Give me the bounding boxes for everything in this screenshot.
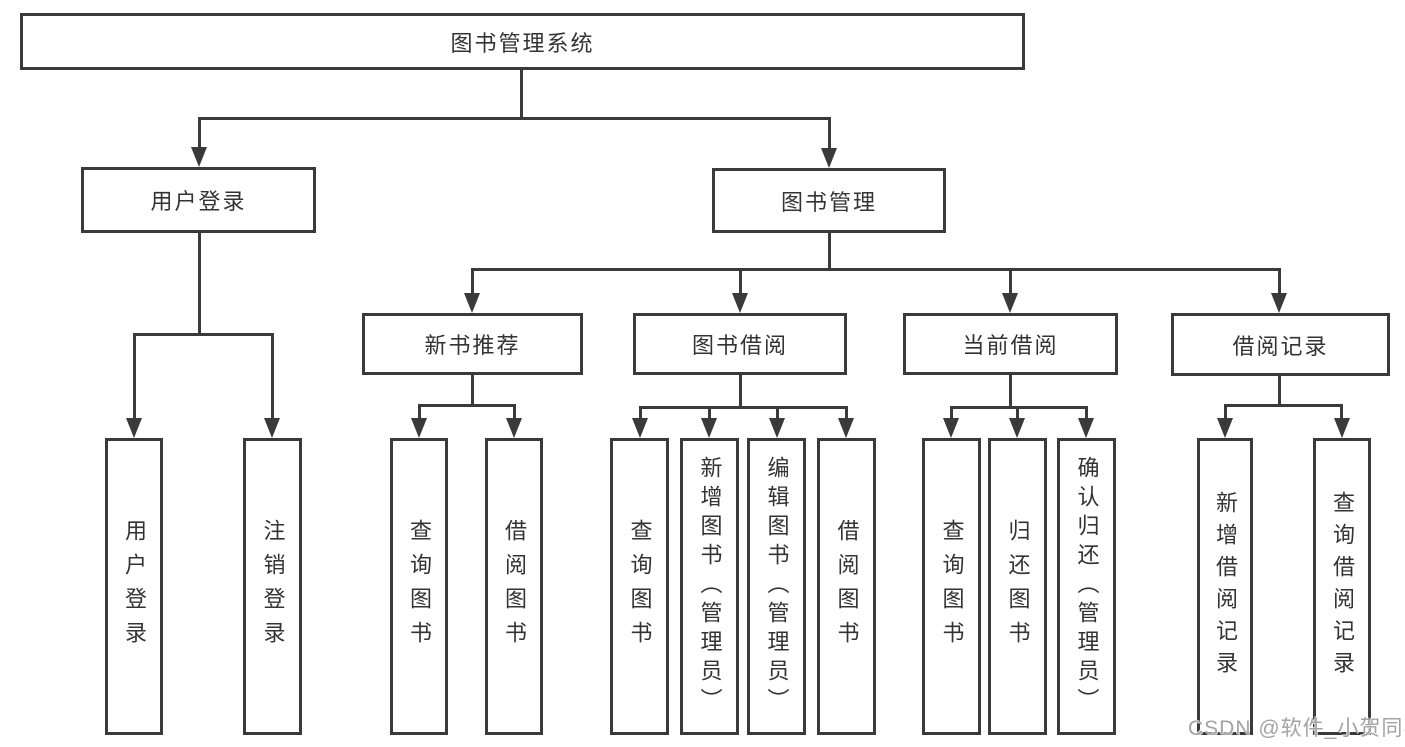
leaf-label: 新增借阅记录 <box>1213 490 1238 683</box>
arrow-down-icon <box>732 293 748 313</box>
connector-root-stem <box>520 68 523 119</box>
connector-records-stem <box>1278 373 1281 407</box>
connector-recommend-drop-2 <box>513 404 516 420</box>
leaf-query-books-recommend: 查询图书 <box>390 438 448 735</box>
leaf-label: 新增图书（管理员） <box>697 456 723 717</box>
connector-mgmt-rail <box>471 268 1281 271</box>
arrow-down-icon <box>769 418 785 438</box>
connector-borrow-drop-4 <box>845 406 848 420</box>
connector-login-drop-left <box>133 333 136 420</box>
node-library-management-system: 图书管理系统 <box>20 13 1025 70</box>
connector-root-rail <box>198 117 831 120</box>
leaf-label: 借阅图书 <box>834 518 860 655</box>
leaf-add-borrow-record: 新增借阅记录 <box>1197 438 1253 735</box>
csdn-watermark: CSDN @软件_小贺同学 <box>1188 717 1405 740</box>
arrow-down-icon <box>1217 418 1233 438</box>
leaf-label: 查询图书 <box>627 518 653 655</box>
arrow-down-icon <box>1271 293 1287 313</box>
connector-records-rail <box>1224 404 1343 407</box>
node-label: 图书管理系统 <box>450 30 595 56</box>
arrow-down-icon <box>464 293 480 313</box>
node-book-management: 图书管理 <box>712 168 946 233</box>
leaf-user-login: 用户登录 <box>105 438 163 735</box>
connector-recommend-drop-1 <box>418 404 421 420</box>
leaf-query-books-current: 查询图书 <box>922 438 981 735</box>
connector-login-drop-right <box>271 333 274 420</box>
arrow-down-icon <box>838 418 854 438</box>
connector-borrow-drop-1 <box>639 406 642 420</box>
connector-records-drop-2 <box>1340 404 1343 420</box>
leaf-label: 编辑图书（管理员） <box>764 456 790 717</box>
connector-current-drop-2 <box>1016 406 1019 420</box>
connector-recommend-stem <box>471 373 474 407</box>
node-book-borrowing: 图书借阅 <box>633 313 847 375</box>
connector-current-drop-1 <box>950 406 953 420</box>
connector-mgmt-drop-1 <box>471 268 474 296</box>
connector-mgmt-stem <box>828 231 831 271</box>
node-label: 图书借阅 <box>691 333 788 358</box>
arrow-down-icon <box>1334 418 1350 438</box>
node-new-book-recommendation: 新书推荐 <box>362 313 583 375</box>
leaf-borrow-books-recommend: 借阅图书 <box>485 438 543 735</box>
node-label: 借阅记录 <box>1232 333 1329 359</box>
arrow-down-icon <box>191 147 207 167</box>
connector-current-drop-3 <box>1085 406 1088 420</box>
connector-mgmt-drop-3 <box>1009 268 1012 296</box>
connector-login-stem <box>198 231 201 335</box>
connector-borrow-drop-3 <box>776 406 779 420</box>
arrow-down-icon <box>264 418 280 438</box>
connector-mgmt-drop-2 <box>739 268 742 296</box>
leaf-label: 确认归还（管理员） <box>1074 456 1100 717</box>
connector-current-rail <box>950 406 1088 409</box>
arrow-down-icon <box>1002 293 1018 313</box>
connector-root-drop-left <box>198 117 201 150</box>
connector-root-drop-right <box>828 117 831 150</box>
arrow-down-icon <box>1009 418 1025 438</box>
arrow-down-icon <box>1078 418 1094 438</box>
connector-records-drop-1 <box>1224 404 1227 420</box>
leaf-label: 查询图书 <box>407 518 432 655</box>
leaf-return-books: 归还图书 <box>988 438 1047 735</box>
node-label: 当前借阅 <box>962 333 1059 358</box>
connector-recommend-rail <box>418 404 516 407</box>
connector-login-rail <box>133 333 274 336</box>
node-label: 新书推荐 <box>424 333 521 358</box>
connector-current-stem <box>1009 373 1012 409</box>
leaf-label: 归还图书 <box>1005 518 1031 655</box>
arrow-down-icon <box>632 418 648 438</box>
node-label: 用户登录 <box>150 189 247 214</box>
connector-borrow-rail <box>639 406 848 409</box>
leaf-add-books-admin: 新增图书（管理员） <box>680 438 739 735</box>
arrow-down-icon <box>126 418 142 438</box>
leaf-label: 查询借阅记录 <box>1330 490 1355 683</box>
leaf-label: 借阅图书 <box>502 518 527 655</box>
arrow-down-icon <box>701 418 717 438</box>
node-label: 图书管理 <box>780 189 877 215</box>
leaf-query-borrow-record: 查询借阅记录 <box>1313 438 1371 735</box>
leaf-edit-books-admin: 编辑图书（管理员） <box>747 438 806 735</box>
leaf-label: 注销登录 <box>260 518 286 655</box>
arrow-down-icon <box>506 418 522 438</box>
arrow-down-icon <box>943 418 959 438</box>
node-borrowing-records: 借阅记录 <box>1171 313 1390 376</box>
node-user-login: 用户登录 <box>81 167 316 233</box>
arrow-down-icon <box>411 418 427 438</box>
node-current-borrowing: 当前借阅 <box>903 313 1118 375</box>
leaf-label: 查询图书 <box>939 518 965 655</box>
leaf-query-books-borrow: 查询图书 <box>610 438 669 735</box>
leaf-confirm-return-admin: 确认归还（管理员） <box>1057 438 1116 735</box>
connector-borrow-stem <box>739 373 742 409</box>
leaf-borrow-books: 借阅图书 <box>817 438 876 735</box>
connector-mgmt-drop-4 <box>1278 268 1281 296</box>
leaf-logout: 注销登录 <box>243 438 302 735</box>
leaf-label: 用户登录 <box>122 518 147 655</box>
arrow-down-icon <box>821 148 837 168</box>
connector-borrow-drop-2 <box>708 406 711 420</box>
